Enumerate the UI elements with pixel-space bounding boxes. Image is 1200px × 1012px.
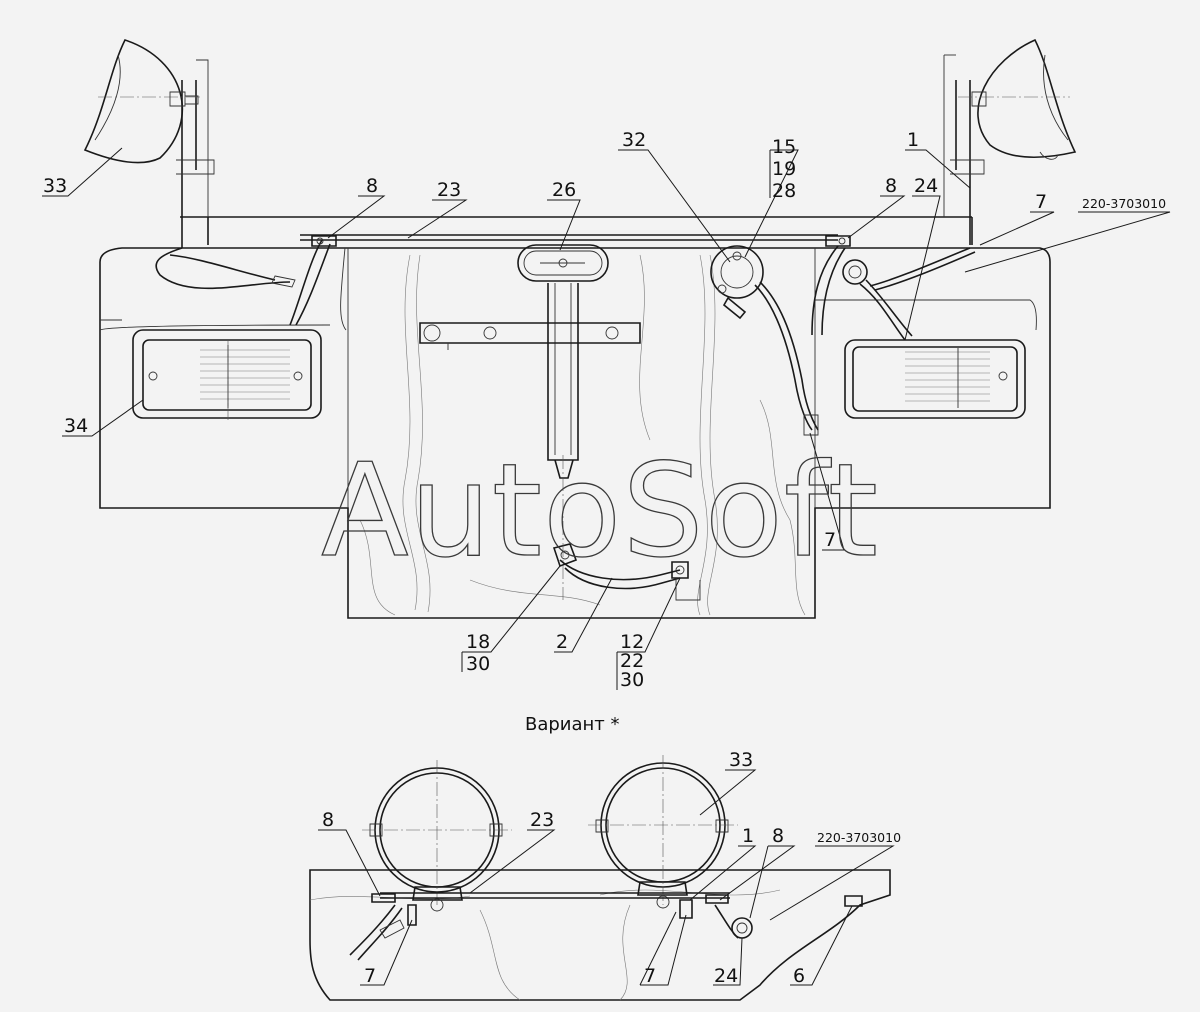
label-34: 34 [64, 415, 88, 437]
label-assembly-main: 220-3703010 [1082, 196, 1166, 211]
label-7-top: 7 [1035, 191, 1047, 213]
left-work-lamp [83, 39, 215, 248]
variant-label-7-left: 7 [364, 965, 376, 987]
label-30-b: 30 [620, 669, 644, 691]
label-2: 2 [556, 631, 568, 653]
cab-body [99, 216, 1051, 619]
variant-lamp-right [588, 755, 738, 909]
harness-right-24 [811, 245, 976, 341]
leader-lines [42, 147, 1171, 986]
label-15: 15 [772, 136, 796, 158]
plate-lamp-26 [517, 244, 609, 282]
label-12: 12 [620, 631, 644, 653]
clamp-8-right [825, 235, 851, 247]
label-8-right: 8 [885, 175, 897, 197]
variant-label-23: 23 [530, 809, 554, 831]
label-28: 28 [772, 180, 796, 202]
clamp-8-left [311, 235, 337, 247]
label-7-center: 7 [824, 529, 836, 551]
variant-label-8-right: 8 [772, 825, 784, 847]
variant-label-7-middle: 7 [644, 965, 656, 987]
label-19: 19 [772, 158, 796, 180]
watermark-text: AutoSoft [321, 437, 879, 586]
harness-23 [155, 234, 838, 326]
label-1: 1 [907, 129, 919, 151]
variant-label-24: 24 [714, 965, 738, 987]
tail-lamp-right-lens-hatch [905, 348, 990, 408]
label-32: 32 [622, 129, 646, 151]
callout-labels: 33 8 23 26 32 15 19 28 1 8 24 7 220-3703… [43, 129, 1166, 987]
right-work-lamp [943, 38, 1077, 245]
main-view [83, 38, 1077, 619]
label-18: 18 [466, 631, 490, 653]
label-23: 23 [437, 179, 461, 201]
variant-lamp-left [362, 760, 512, 912]
variant-label-assembly: 220-3703010 [817, 830, 901, 845]
variant-label-33: 33 [729, 749, 753, 771]
variant-label-1: 1 [742, 825, 754, 847]
variant-label-6: 6 [793, 965, 805, 987]
variant-harness-23 [349, 892, 863, 961]
tail-lamp-34-left [132, 329, 322, 419]
label-24: 24 [914, 175, 938, 197]
tail-lamp-left-lens-hatch [200, 345, 290, 408]
ground-wire-2 [552, 543, 701, 601]
tail-lamp-right [844, 339, 1026, 419]
socket-32 [710, 245, 819, 436]
label-8-left: 8 [366, 175, 378, 197]
label-33: 33 [43, 175, 67, 197]
variant-caption: Вариант * [525, 714, 620, 735]
label-30-a: 30 [466, 653, 490, 675]
label-22: 22 [620, 650, 644, 672]
variant-label-8-left: 8 [322, 809, 334, 831]
variant-view [309, 755, 891, 1001]
label-26: 26 [552, 179, 576, 201]
